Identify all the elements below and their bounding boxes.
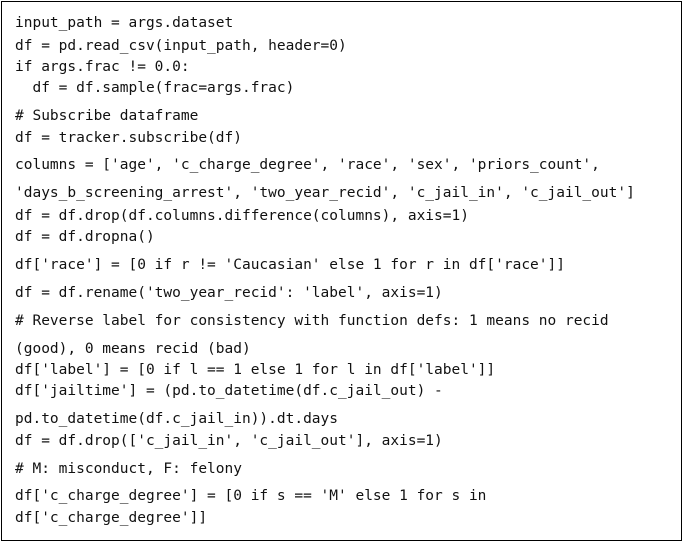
code-line: df = df.dropna() <box>15 229 155 245</box>
code-line: df = tracker.subscribe(df) <box>15 130 242 146</box>
code-line: df['label'] = [0 if l == 1 else 1 for l … <box>15 362 496 378</box>
code-line: df['c_charge_degree']] <box>15 510 208 526</box>
code-line: df = df.drop(['c_jail_in', 'c_jail_out']… <box>15 433 443 449</box>
code-line: # M: misconduct, F: felony <box>15 461 242 477</box>
code-line: input_path = args.dataset <box>15 15 234 31</box>
code-line: # Subscribe dataframe <box>15 108 199 124</box>
code-line: 'days_b_screening_arrest', 'two_year_rec… <box>15 185 635 201</box>
code-line: pd.to_datetime(df.c_jail_in)).dt.days <box>15 411 339 427</box>
code-line: df['jailtime'] = (pd.to_datetime(df.c_ja… <box>15 383 443 399</box>
code-line: columns = ['age', 'c_charge_degree', 'ra… <box>15 157 600 173</box>
code-line: if args.frac != 0.0: <box>15 59 190 75</box>
code-line: df['c_charge_degree'] = [0 if s == 'M' e… <box>15 488 487 504</box>
code-line: df['race'] = [0 if r != 'Caucasian' else… <box>15 257 565 273</box>
code-line: df = pd.read_csv(input_path, header=0) <box>15 38 347 54</box>
code-line: df = df.rename('two_year_recid': 'label'… <box>15 285 443 301</box>
code-line: df = df.drop(df.columns.difference(colum… <box>15 208 469 224</box>
code-line: df = df.sample(frac=args.frac) <box>15 80 295 96</box>
code-line: # Reverse label for consistency with fun… <box>15 313 609 329</box>
code-line: (good), 0 means recid (bad) <box>15 341 251 357</box>
